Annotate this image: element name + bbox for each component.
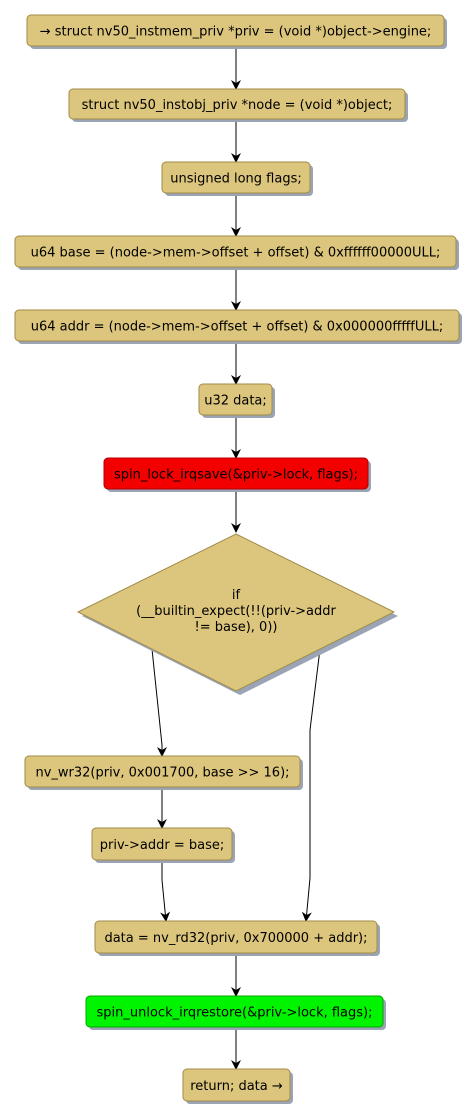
flow-node-n3: unsigned long flags; <box>161 161 313 196</box>
nodes: → struct nv50_instmem_priv *priv = (void… <box>14 14 462 1104</box>
flow-node-n12: return; data → <box>182 1068 293 1104</box>
flow-node-n8: nv_wr32(priv, 0x001700, base >> 16); <box>24 755 303 790</box>
node-label: return; data → <box>190 1079 283 1094</box>
node-label: nv_wr32(priv, 0x001700, base >> 16); <box>35 766 289 781</box>
flow-node-n11: spin_unlock_irqrestore(&priv->lock, flag… <box>85 995 386 1030</box>
flow-node-n9: priv->addr = base; <box>91 827 235 863</box>
decision-node: if (__builtin_expect(!!(priv->addr != ba… <box>76 533 398 695</box>
node-box <box>14 235 457 268</box>
edge-d1-n8 <box>151 648 167 757</box>
flow-node-n5: u64 addr = (node->mem->offset + offset) … <box>14 309 462 344</box>
node-box <box>14 309 460 342</box>
edge-d1-n10 <box>301 648 321 922</box>
flow-node-n10: data = nv_rd32(priv, 0x700000 + addr); <box>94 920 380 956</box>
decision-diamond <box>76 533 396 692</box>
decision-line-2: (__builtin_expect(!!(priv->addr <box>136 604 336 619</box>
decision-line-1: if <box>232 588 241 603</box>
node-box <box>85 995 384 1028</box>
node-box <box>26 14 445 47</box>
edge-n9-n10 <box>160 860 171 922</box>
node-label: struct nv50_instobj_priv *node = (void *… <box>82 98 393 113</box>
node-box <box>182 1068 291 1102</box>
flow-node-n2: struct nv50_instobj_priv *node = (void *… <box>68 88 408 122</box>
decision-line-3: != base), 0)) <box>195 620 278 635</box>
node-label: priv->addr = base; <box>100 838 224 853</box>
node-label: → struct nv50_instmem_priv *priv = (void… <box>40 25 432 40</box>
flow-node-n4: u64 base = (node->mem->offset + offset) … <box>14 235 459 270</box>
node-label: u32 data; <box>204 394 267 409</box>
node-label: u64 addr = (node->mem->offset + offset) … <box>31 320 444 335</box>
flow-node-n1: → struct nv50_instmem_priv *priv = (void… <box>26 14 447 49</box>
edges <box>151 46 321 1070</box>
node-label: spin_lock_irqsave(&priv->lock, flags); <box>114 468 358 483</box>
node-box <box>24 755 301 788</box>
flow-node-n6: u32 data; <box>198 383 275 418</box>
node-box <box>94 920 378 954</box>
node-label: unsigned long flags; <box>170 172 302 187</box>
node-box <box>91 827 233 861</box>
flow-node-n7: spin_lock_irqsave(&priv->lock, flags); <box>103 457 371 492</box>
node-box <box>161 161 311 194</box>
node-label: u64 base = (node->mem->offset + offset) … <box>31 246 441 261</box>
node-box <box>68 88 406 120</box>
node-box <box>103 457 369 490</box>
node-label: data = nv_rd32(priv, 0x700000 + addr); <box>104 931 367 946</box>
node-label: spin_unlock_irqrestore(&priv->lock, flag… <box>97 1006 373 1021</box>
node-box <box>198 383 273 416</box>
